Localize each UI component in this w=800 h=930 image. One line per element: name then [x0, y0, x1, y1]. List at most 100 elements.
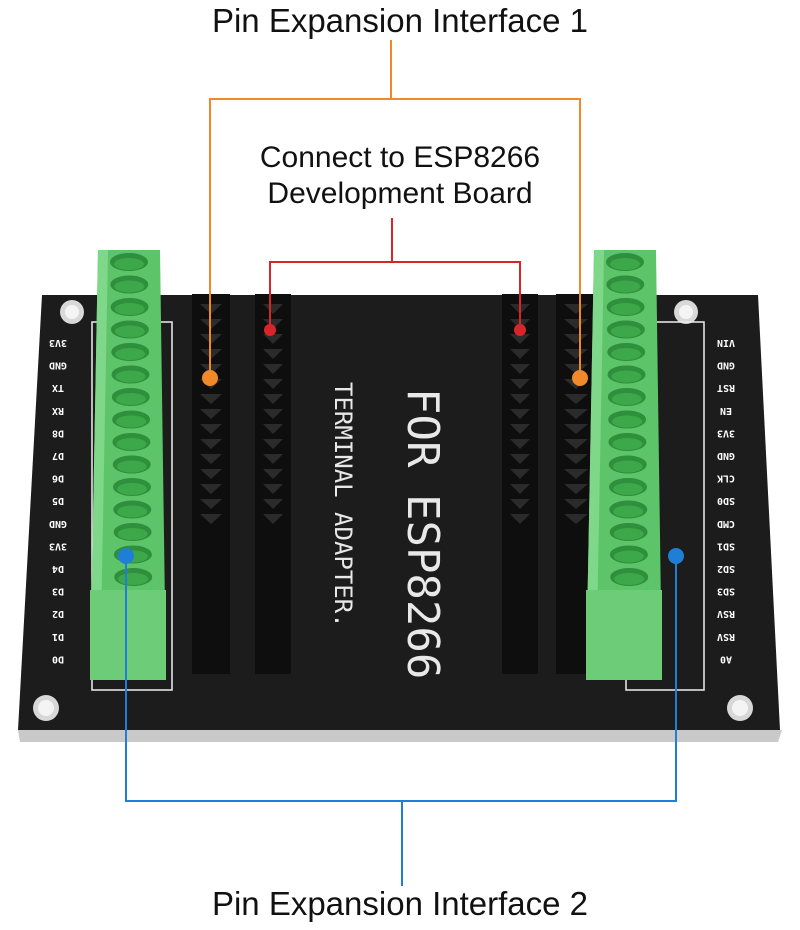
terminal-screw-inner	[114, 258, 144, 270]
pin-label: GND	[717, 360, 735, 371]
terminal-screw-inner	[114, 325, 145, 338]
interface-2-label: Pin Expansion Interface 2	[211, 885, 589, 922]
header-socket	[510, 379, 530, 389]
pin-label: CLK	[717, 473, 735, 484]
terminal-screw-inner	[613, 528, 644, 540]
connect-label-line1: Connect to ESP8266	[259, 141, 541, 174]
header-socket	[564, 364, 588, 374]
interface-1-label: Pin Expansion Interface 1	[211, 2, 589, 39]
terminal-screw-inner	[614, 573, 645, 585]
header-socket	[263, 379, 283, 389]
header-socket	[564, 319, 588, 329]
header-socket	[564, 304, 588, 314]
terminal-screw-inner	[117, 505, 148, 518]
header-socket	[263, 454, 283, 464]
header-socket	[200, 469, 222, 479]
terminal-screw-inner	[610, 258, 640, 270]
terminal-screw-inner	[613, 505, 644, 518]
header-socket	[263, 439, 283, 449]
pin-label: CMD	[717, 518, 735, 529]
pin-label: D3	[52, 586, 64, 597]
header-socket	[564, 484, 588, 494]
pin-label: D6	[52, 473, 64, 484]
pin-label: VIN	[717, 337, 735, 348]
header-socket	[510, 364, 530, 374]
terminal-highlight	[586, 250, 604, 680]
header-socket	[263, 319, 283, 329]
interface-2-marker-left	[118, 548, 134, 564]
silkscreen-esp8266: FOR ESP8266	[397, 388, 448, 679]
pin-label: RSV	[717, 631, 735, 642]
header-socket	[510, 499, 530, 509]
connect-connector	[269, 218, 521, 330]
header-socket	[200, 424, 222, 434]
terminal-base	[586, 590, 662, 680]
terminal-screw-inner	[117, 483, 147, 495]
connect-label-line2: Development Board	[267, 177, 533, 210]
header-socket	[200, 454, 222, 464]
pin-label: EN	[720, 405, 732, 416]
header-socket	[263, 349, 283, 359]
right-pin-labels: VINGNDRSTEN3V3GNDCLKSD0CMDSD1SD2SD3RSVRS…	[717, 337, 735, 664]
pin-label: D8	[52, 427, 64, 438]
terminal-screw-inner	[610, 280, 641, 293]
header-socket	[564, 469, 588, 479]
terminal-screw-inner	[611, 393, 642, 405]
connect-label: Connect to ESP8266 Development Board	[200, 140, 600, 212]
header-socket	[510, 484, 530, 494]
pin-label: TX	[52, 382, 64, 393]
header-socket	[263, 499, 283, 509]
header-socket	[564, 454, 588, 464]
header-socket	[263, 484, 283, 494]
header-socket	[564, 394, 588, 404]
header-socket	[263, 424, 283, 434]
terminal-screw-inner	[117, 528, 148, 540]
pin-label: RX	[52, 405, 64, 416]
interface-1-marker-left	[202, 370, 218, 386]
pin-label: GND	[49, 518, 67, 529]
header-socket	[564, 424, 588, 434]
header-socket	[200, 439, 222, 449]
header-socket	[200, 409, 222, 419]
pin-label: RSV	[717, 608, 735, 619]
terminal-screw-inner	[612, 438, 643, 450]
header-socket	[510, 334, 530, 344]
header-socket	[510, 439, 530, 449]
header-socket	[564, 409, 588, 419]
pin-label: D2	[52, 608, 64, 619]
pin-label: A0	[720, 653, 732, 664]
pin-label: RST	[717, 382, 735, 393]
pin-label: 3V3	[717, 427, 735, 438]
interface-1-connector	[209, 40, 581, 378]
pin-label: D4	[52, 563, 64, 574]
connect-marker-left	[264, 324, 276, 336]
interface-1-marker-right	[572, 370, 588, 386]
header-socket	[564, 439, 588, 449]
header-socket	[564, 514, 588, 524]
female-headers	[192, 294, 596, 674]
header-socket	[263, 304, 283, 314]
terminal-screw-inner	[610, 303, 641, 315]
header-socket	[510, 394, 530, 404]
right-terminal-block	[586, 250, 662, 680]
terminal-screw-inner	[612, 415, 643, 428]
terminal-screw-inner	[116, 460, 147, 473]
pin-label: D0	[52, 653, 64, 664]
terminal-highlight	[90, 250, 108, 680]
pin-label: 3V3	[49, 540, 67, 551]
header-socket	[200, 514, 222, 524]
pin-label: GND	[49, 360, 67, 371]
board-edge	[18, 730, 782, 742]
header-socket	[510, 424, 530, 434]
terminal-screw-inner	[116, 415, 147, 428]
header-socket	[510, 514, 530, 524]
left-terminal-block	[90, 250, 166, 680]
terminal-screw-inner	[116, 438, 147, 450]
header-socket	[200, 484, 222, 494]
terminal-screw-inner	[115, 370, 146, 383]
terminal-screw-inner	[613, 550, 644, 563]
header-socket	[510, 409, 530, 419]
pin-label: 3V3	[49, 337, 67, 348]
